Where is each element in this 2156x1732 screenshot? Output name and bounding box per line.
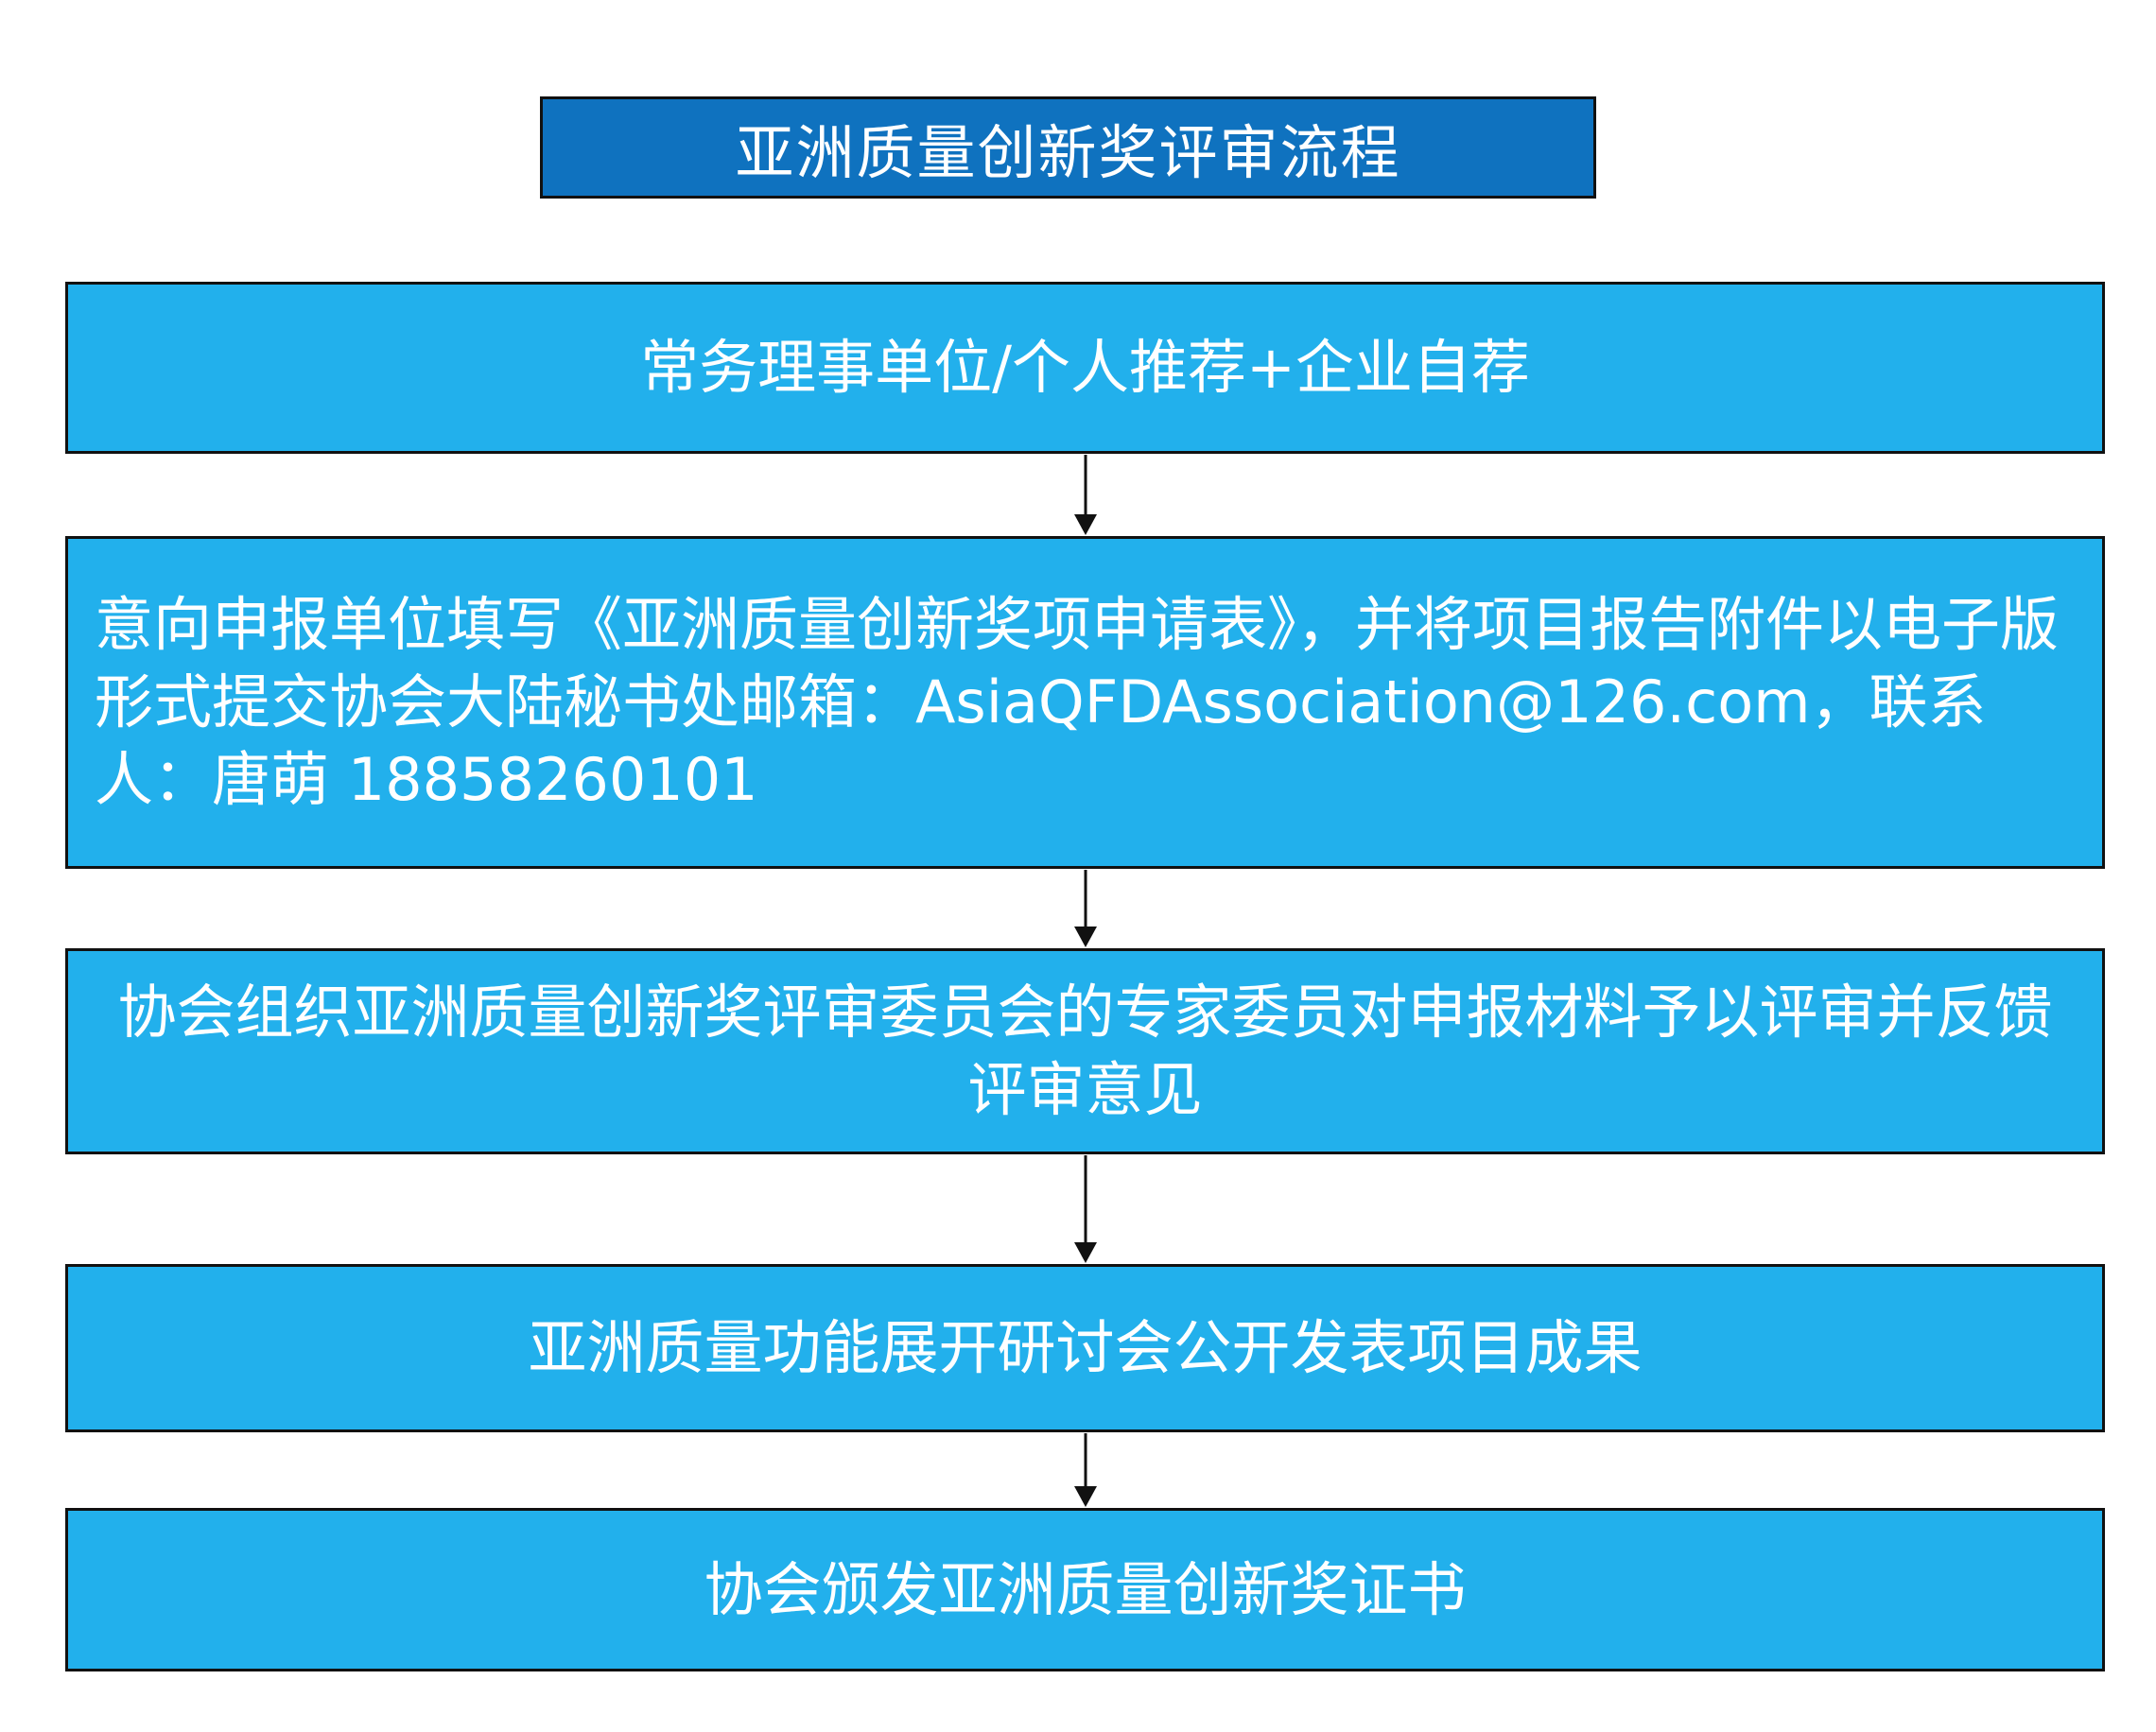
step-expert-review: 协会组织亚洲质量创新奖评审委员会的专家委员对申报材料予以评审并反馈评审意见 xyxy=(65,948,2105,1154)
arrow-2-to-3 xyxy=(1074,870,1097,947)
arrow-4-to-5 xyxy=(1074,1433,1097,1507)
arrow-3-to-4 xyxy=(1074,1155,1097,1263)
step-symposium-presentation: 亚洲质量功能展开研讨会公开发表项目成果 xyxy=(65,1264,2105,1432)
step-nomination: 常务理事单位/个人推荐+企业自荐 xyxy=(65,282,2105,454)
step-application-submission-text: 意向申报单位填写《亚洲质量创新奖项申请表》，并将项目报告附件以电子版形式提交协会… xyxy=(95,590,2060,814)
arrow-1-to-2 xyxy=(1074,455,1097,535)
step-certificate-award: 协会颁发亚洲质量创新奖证书 xyxy=(65,1508,2105,1671)
step-nomination-text: 常务理事单位/个人推荐+企业自荐 xyxy=(640,333,1530,403)
flowchart-title-text: 亚洲质量创新奖评审流程 xyxy=(735,118,1401,187)
step-certificate-award-text: 协会颁发亚洲质量创新奖证书 xyxy=(704,1554,1467,1624)
step-symposium-presentation-text: 亚洲质量功能展开研讨会公开发表项目成果 xyxy=(528,1313,1643,1383)
flowchart-title: 亚洲质量创新奖评审流程 xyxy=(540,96,1596,199)
step-application-submission: 意向申报单位填写《亚洲质量创新奖项申请表》，并将项目报告附件以电子版形式提交协会… xyxy=(65,536,2105,869)
step-expert-review-text: 协会组织亚洲质量创新奖评审委员会的专家委员对申报材料予以评审并反馈评审意见 xyxy=(117,978,2053,1124)
